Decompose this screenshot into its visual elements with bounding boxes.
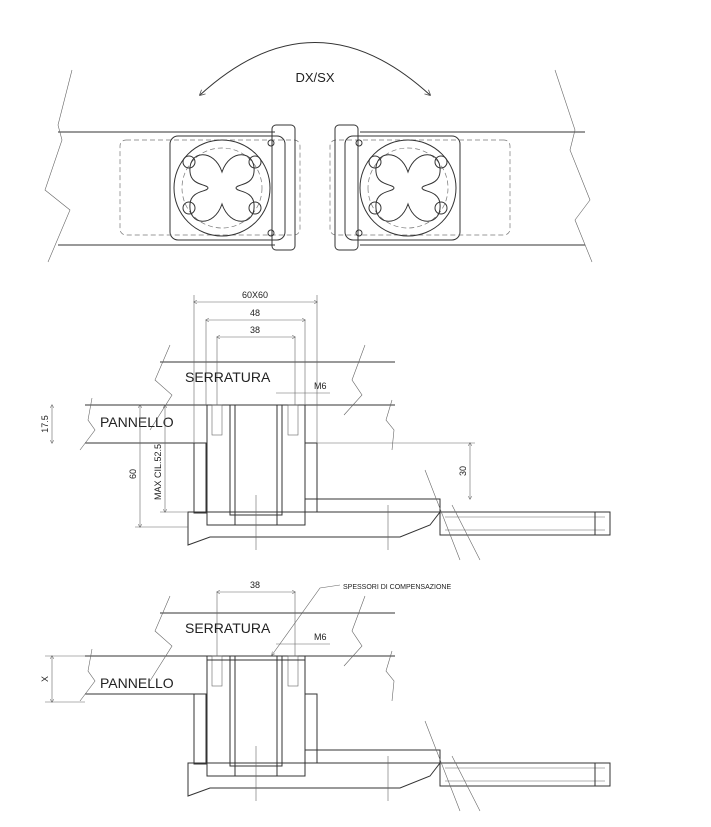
panel-label: PANNELLO xyxy=(100,414,174,430)
shim-label: SPESSORI DI COMPENSAZIONE xyxy=(343,584,451,591)
dim-panel: X xyxy=(40,676,50,682)
dim-screw: M6 xyxy=(314,632,327,642)
rotation-label: DX/SX xyxy=(295,70,334,85)
left-handle xyxy=(119,124,301,251)
right-handle xyxy=(329,124,511,251)
dim-arm: 30 xyxy=(458,466,468,476)
dim-panel: 17.5 xyxy=(40,415,50,433)
dim-mid: 48 xyxy=(250,308,260,318)
rotation-arrow xyxy=(200,42,430,96)
top-view: DX/SX xyxy=(44,42,593,263)
dim-inner: 38 xyxy=(250,580,260,590)
dim-height: 60 xyxy=(128,469,138,479)
dim-screw: M6 xyxy=(314,381,327,391)
dim-max-cylinder: MAX CIL.52.5 xyxy=(153,444,163,500)
section-1: 60X60 48 38 SERRATURA PANNELLO M6 17.5 6… xyxy=(40,290,611,561)
dim-outer: 60X60 xyxy=(242,290,268,300)
lock-label: SERRATURA xyxy=(185,369,271,385)
dim-inner: 38 xyxy=(250,325,260,335)
section-2: 38 SPESSORI DI COMPENSAZIONE SERRATURA P… xyxy=(40,580,611,812)
lock-label: SERRATURA xyxy=(185,620,271,636)
panel-label: PANNELLO xyxy=(100,675,174,691)
